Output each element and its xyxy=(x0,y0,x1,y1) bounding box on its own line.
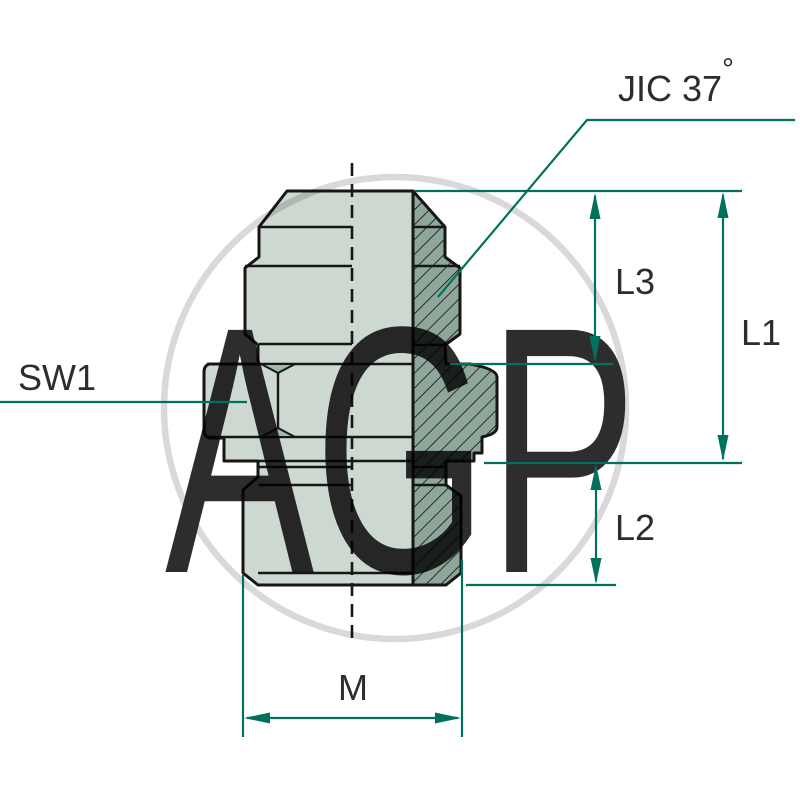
fitting-cross-section xyxy=(411,189,499,587)
hex-nut xyxy=(260,363,296,438)
label-sw1: SW1 xyxy=(18,357,96,398)
dimension-l2 xyxy=(590,464,602,584)
dimension-l1 xyxy=(717,192,729,461)
dimension-l3 xyxy=(589,193,601,362)
hex-chamfer-top xyxy=(260,363,296,375)
dimensions xyxy=(0,118,795,737)
label-l1: L1 xyxy=(741,312,781,353)
watermark-text: AGP xyxy=(165,253,637,647)
label-jic: JIC 37° xyxy=(618,53,734,109)
leader-jic xyxy=(437,118,795,298)
degree-symbol: ° xyxy=(722,53,734,86)
dimension-m xyxy=(244,712,461,724)
fitting-body xyxy=(202,189,482,587)
label-l3: L3 xyxy=(615,261,655,302)
dimension-labels: JIC 37° SW1 L3 L1 L2 M xyxy=(18,53,781,708)
label-l2: L2 xyxy=(615,507,655,548)
section-feature-lines xyxy=(413,225,460,487)
watermark-circle xyxy=(160,173,630,643)
hex-chamfer-bottom xyxy=(260,426,296,438)
label-m: M xyxy=(338,667,368,708)
